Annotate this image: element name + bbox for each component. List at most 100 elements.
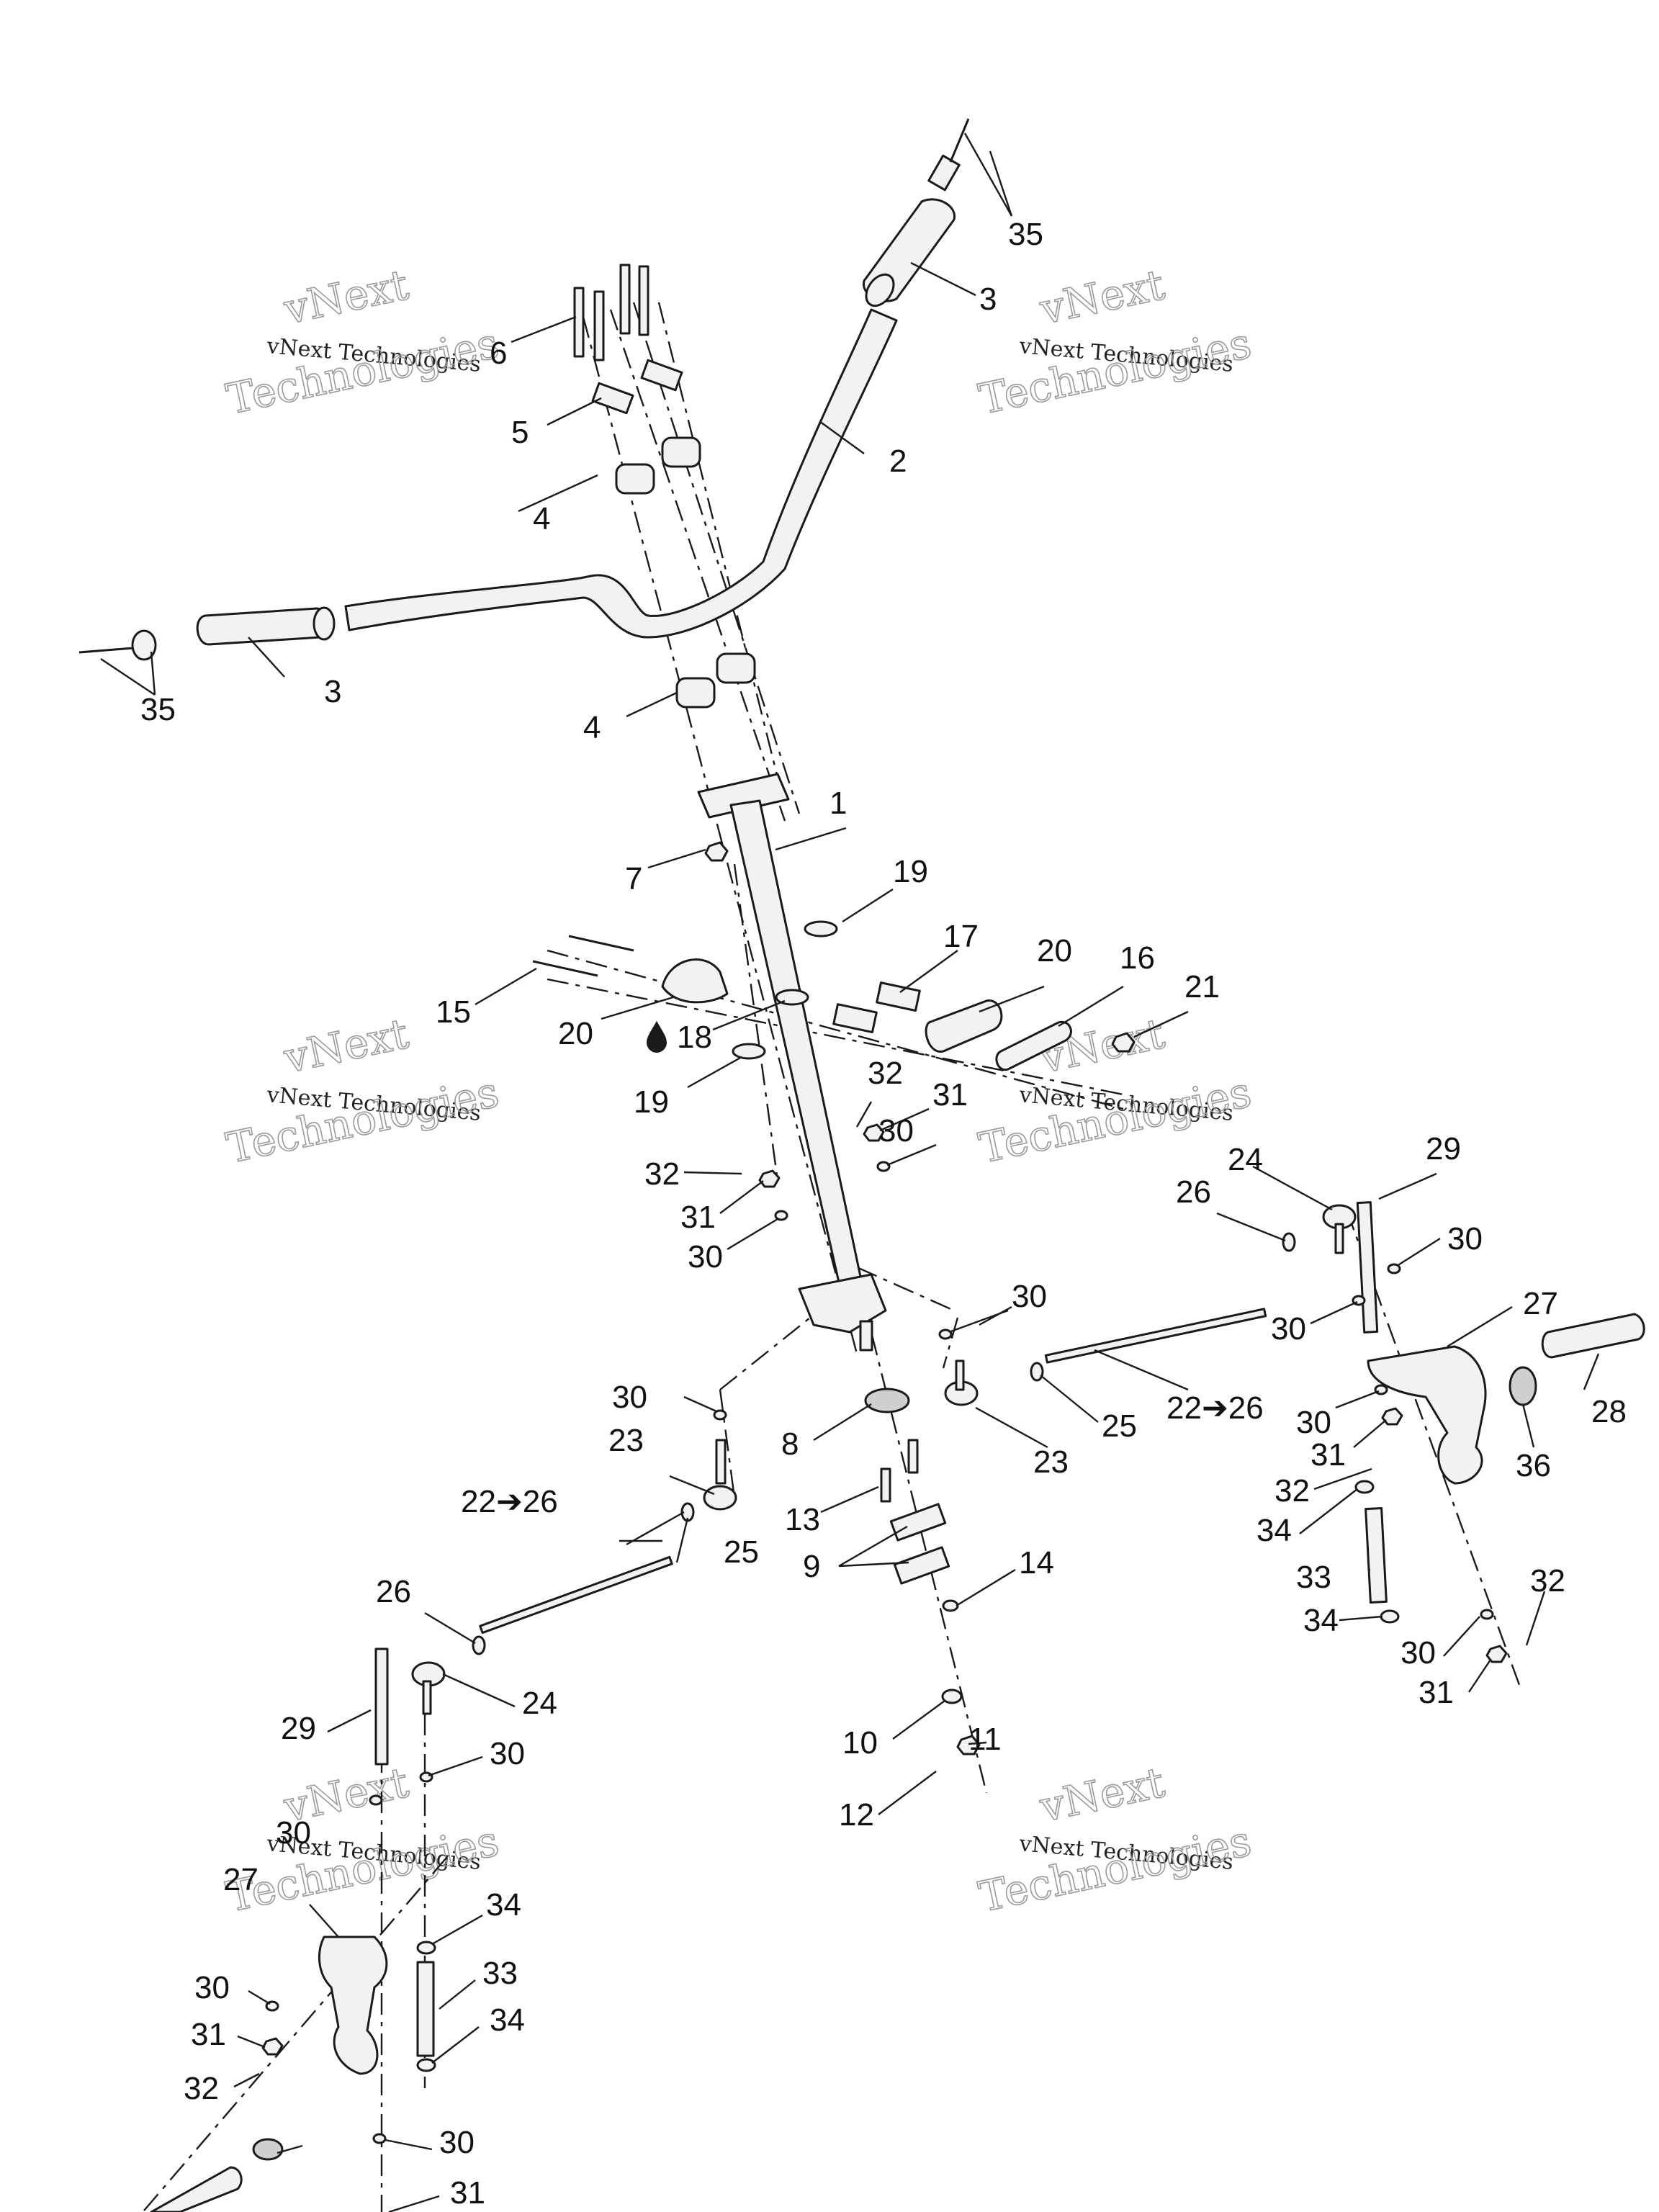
seal-left (252, 2138, 284, 2161)
callout-15: 15 (436, 994, 471, 1030)
callout-30: 30 (1012, 1279, 1047, 1314)
callout-28: 28 (1591, 1394, 1627, 1429)
callout-30: 30 (612, 1380, 647, 1415)
nut-31-2 (758, 1169, 781, 1188)
grip-right (863, 198, 956, 307)
callout-30: 30 (1271, 1311, 1306, 1346)
callout-32: 32 (184, 2071, 219, 2106)
callout-26: 26 (376, 1574, 411, 1609)
jam-nut-26-right (1282, 1232, 1296, 1252)
sleeve-left (416, 1961, 435, 2057)
tie-rod-left (479, 1555, 673, 1635)
callout-31: 31 (1310, 1437, 1346, 1473)
tie-rod-end-upper-right (1322, 1204, 1357, 1254)
lower-clamp-2 (716, 652, 756, 684)
callout-22-26: 22➔26 (1166, 1390, 1264, 1426)
callout-34: 34 (1256, 1513, 1292, 1548)
callout-30: 30 (276, 1815, 311, 1851)
callout-1: 1 (830, 786, 847, 821)
callout-17: 17 (943, 919, 979, 954)
upper-clamp-1 (615, 463, 655, 495)
washer-34-a (1354, 1480, 1375, 1494)
spindle-left (318, 1936, 388, 2075)
callout-35: 35 (1008, 217, 1043, 252)
watermark-bottom-right: vNext vNext Technologies Technologies (974, 1757, 1256, 1922)
bolt-13-b (907, 1439, 919, 1474)
kingpin-left (374, 1647, 389, 1766)
kingpin-right (1356, 1201, 1379, 1334)
watermark-line3: Technologies (975, 318, 1256, 423)
end-cap-left (78, 629, 157, 661)
bolts-top (573, 264, 649, 361)
callout-30: 30 (194, 1970, 230, 2005)
washer-30-10 (369, 1794, 383, 1806)
callout-34: 34 (486, 1887, 521, 1923)
watermark-line3: Technologies (975, 1067, 1256, 1172)
callout-26: 26 (1176, 1174, 1211, 1210)
nut-11 (956, 1735, 981, 1755)
nut-7 (704, 841, 729, 862)
callout-32: 32 (1274, 1473, 1310, 1509)
washer-30-2 (774, 1210, 788, 1221)
callout-36: 36 (1516, 1448, 1551, 1483)
callout-18: 18 (677, 1020, 712, 1055)
washer-10 (941, 1689, 963, 1704)
watermark-bottom-left: vNext vNext Technologies Technologies (222, 1757, 503, 1922)
bolt-15-b (532, 960, 598, 977)
callout-33: 33 (1296, 1560, 1331, 1595)
watermark-line1: vNext (279, 260, 413, 334)
nut-31-5 (261, 2037, 284, 2056)
callout-35: 35 (140, 692, 176, 727)
callout-31: 31 (680, 1200, 716, 1235)
callout-16: 16 (1120, 940, 1155, 976)
stub-axle-right (1541, 1313, 1645, 1359)
watermark-top-left: vNext vNext Technologies Technologies (222, 259, 503, 424)
nut-31-1 (863, 1123, 885, 1142)
callout-21: 21 (1184, 969, 1220, 1004)
washer-30-4 (713, 1409, 727, 1421)
callout-30: 30 (878, 1113, 914, 1148)
callout-5: 5 (511, 415, 529, 450)
callout-8: 8 (781, 1426, 799, 1462)
callout-31: 31 (191, 2017, 226, 2052)
jam-nut-25-right (1030, 1362, 1044, 1382)
upper-clamp-2 (661, 436, 701, 468)
callout-30: 30 (1447, 1221, 1483, 1256)
washer-30-1 (876, 1161, 891, 1172)
callout-30: 30 (439, 2125, 475, 2160)
callout-32: 32 (1530, 1563, 1565, 1599)
bearing-plate-2 (893, 1546, 950, 1585)
handlebar (344, 308, 898, 639)
seal-right (1509, 1366, 1537, 1406)
callout-30: 30 (1296, 1405, 1331, 1440)
callout-32: 32 (868, 1056, 903, 1091)
callout-27: 27 (1523, 1286, 1558, 1321)
bolt-15-a (568, 935, 634, 952)
bearing-plate-1 (889, 1503, 947, 1542)
bushing-1 (876, 981, 921, 1012)
callout-12: 12 (839, 1797, 874, 1833)
watermark-mid-left: vNext vNext Technologies Technologies (222, 1008, 503, 1173)
washer-30-5 (1387, 1263, 1401, 1274)
callout-2: 2 (889, 444, 907, 479)
washer-14 (942, 1599, 959, 1612)
callout-9: 9 (803, 1549, 820, 1584)
washer-34-b (1380, 1609, 1400, 1624)
callout-31: 31 (1419, 1675, 1454, 1710)
watermark-line1: vNext (1035, 1758, 1169, 1832)
oil-drop-icon (647, 1021, 667, 1053)
callout-31: 31 (932, 1077, 968, 1112)
watermark-mid-right: vNext vNext Technologies Technologies (974, 1008, 1256, 1173)
watermark-line1: vNext (279, 1009, 413, 1083)
nut-31-3 (1381, 1407, 1403, 1426)
watermark-line3: Technologies (222, 318, 503, 423)
tie-rod-right (1044, 1308, 1267, 1364)
callout-25: 25 (724, 1534, 759, 1570)
callout-6: 6 (490, 336, 507, 371)
column-bracket (661, 958, 729, 1004)
tie-rod-end-lower-left (411, 1661, 446, 1715)
sleeve-right (1364, 1507, 1388, 1604)
callout-19: 19 (634, 1084, 669, 1120)
callout-30: 30 (1401, 1635, 1436, 1671)
washer-30-3 (938, 1328, 953, 1340)
